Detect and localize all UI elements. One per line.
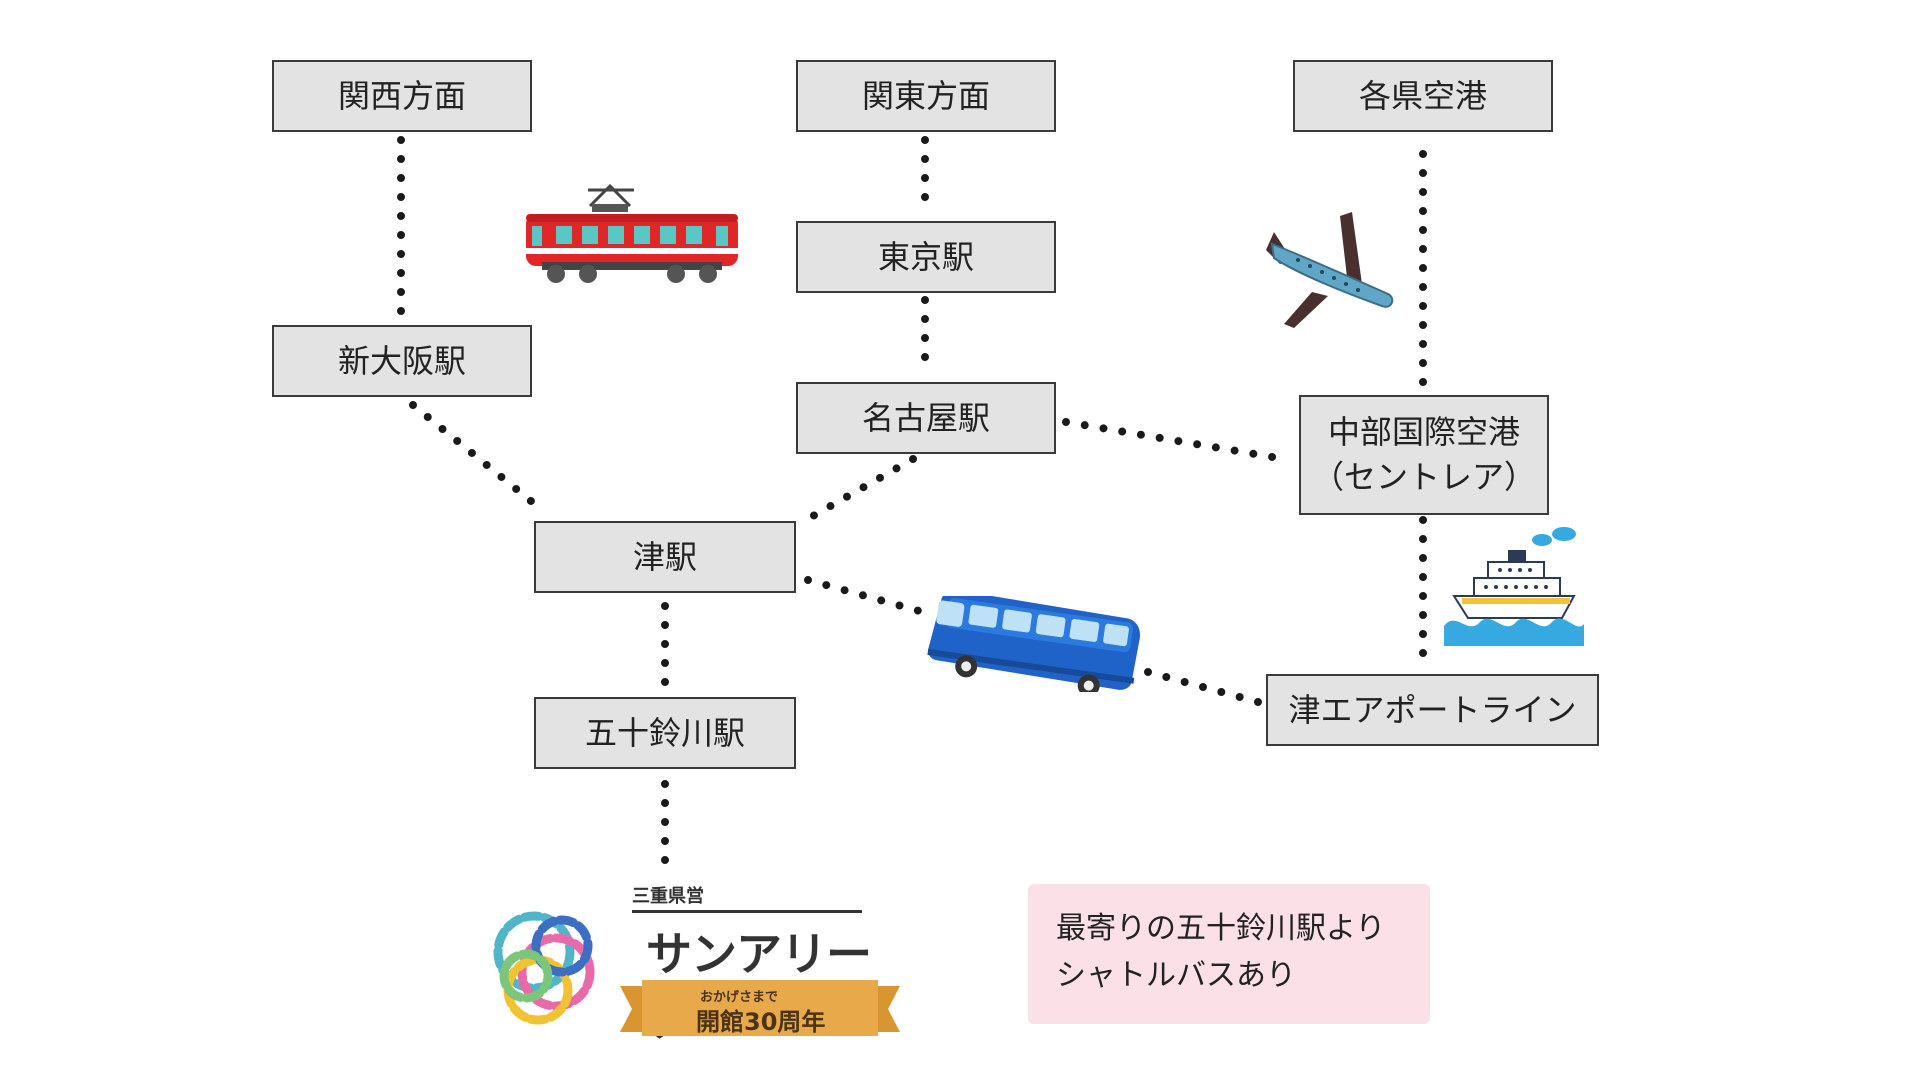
bus-icon: [927, 596, 1141, 692]
logo-anniversary-text: 開館30周年: [696, 1008, 826, 1036]
shuttle-bus-note: 最寄りの五十鈴川駅より シャトルバスあり: [1028, 884, 1430, 1024]
logo-ribbon: [620, 980, 900, 1036]
train-icon: [526, 183, 738, 283]
sun-arena-logo: 三重県営 サンアリーナ おかげさまで 開館30周年: [486, 880, 900, 1047]
logo-underline: [632, 910, 862, 913]
ship-icon: [1444, 527, 1584, 646]
logo-prefecture-text: 三重県営: [632, 886, 704, 907]
airplane-icon: [1266, 212, 1394, 328]
node-tokyo-station: 東京駅: [796, 221, 1056, 293]
connector-nagoya-tsu: [802, 455, 917, 524]
note-line-2: シャトルバスあり: [1056, 957, 1296, 993]
node-shin-osaka-station: 新大阪駅: [272, 325, 532, 397]
node-kansai: 関西方面: [272, 60, 532, 132]
node-airports: 各県空港: [1293, 60, 1553, 132]
connector-tsu-bus: [804, 576, 934, 618]
node-tsu-airport-line: 津エアポートライン: [1266, 674, 1599, 746]
centrair-name: 中部国際空港: [1327, 413, 1520, 452]
centrair-nickname: （セントレア）: [1311, 458, 1536, 496]
note-line-1: 最寄りの五十鈴川駅より: [1056, 911, 1386, 946]
connector-shinosaka-tsu: [409, 401, 546, 514]
connector-bus-airportline: [1144, 668, 1262, 706]
node-centrair: 中部国際空港 （セントレア）: [1299, 395, 1549, 515]
connector-nagoya-centrair: [1062, 418, 1294, 464]
node-kanto: 関東方面: [796, 60, 1056, 132]
logo-tagline-text: おかげさまで: [700, 990, 779, 1005]
node-nagoya-station: 名古屋駅: [796, 382, 1056, 454]
logo-rings-icon: [493, 911, 595, 1025]
node-isuzugawa-station: 五十鈴川駅: [534, 697, 796, 769]
node-tsu-station: 津駅: [534, 521, 796, 593]
